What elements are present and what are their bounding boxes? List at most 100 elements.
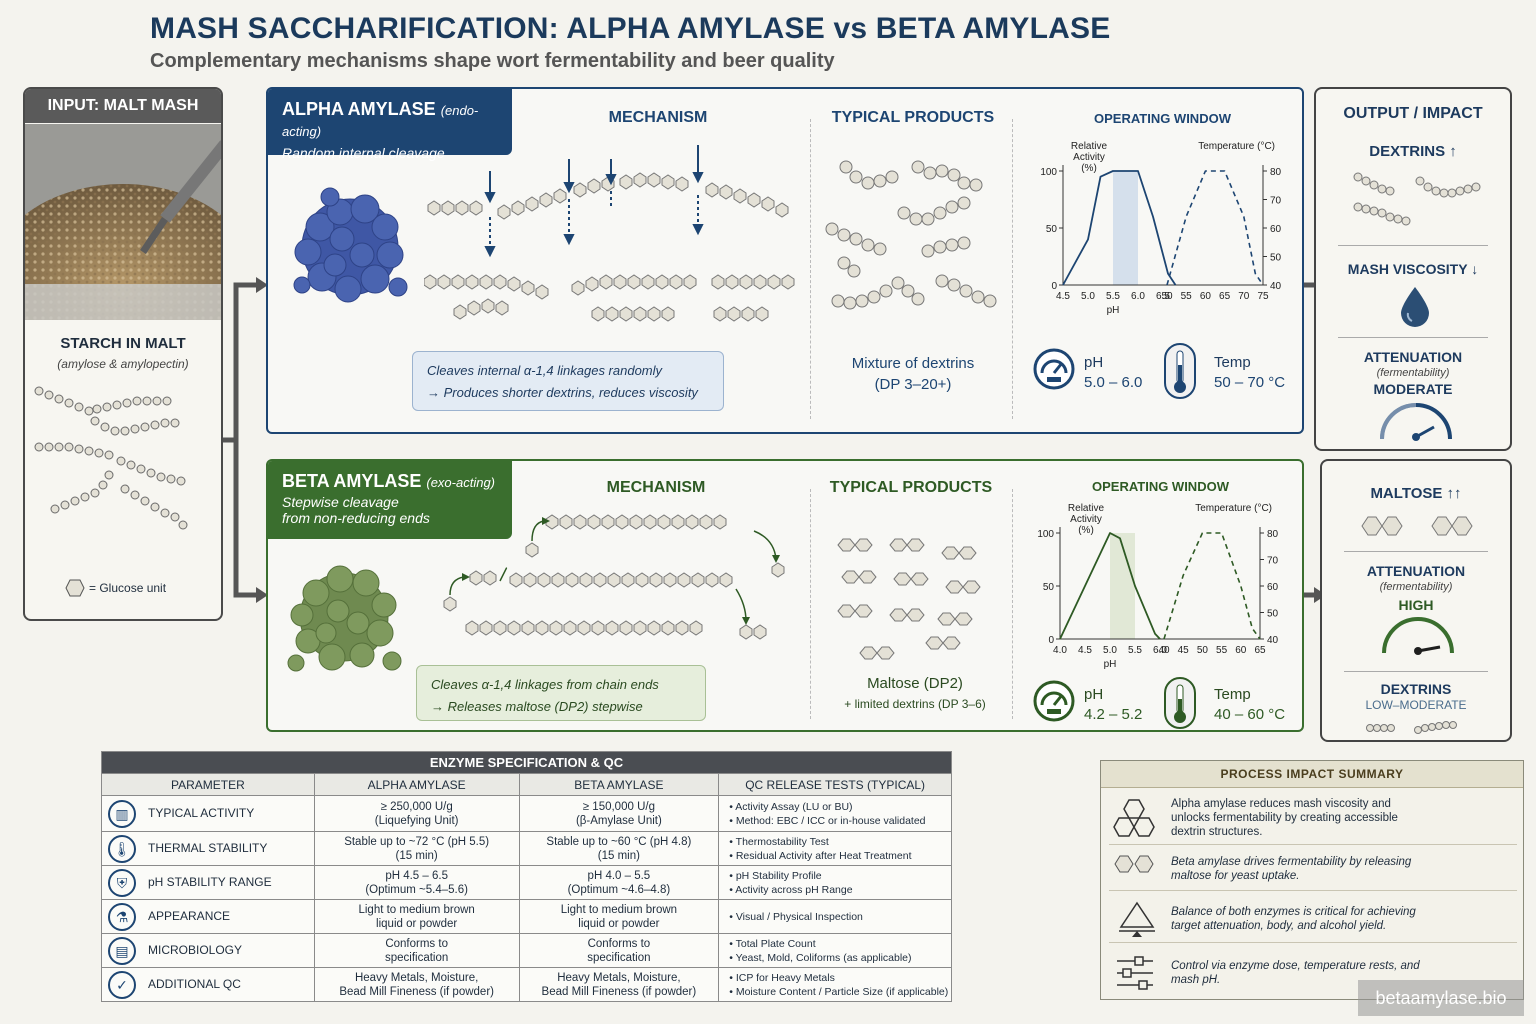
small-dextrins-icon: [1366, 721, 1457, 734]
y-axis-label: (%): [1081, 163, 1097, 174]
input-header: INPUT: MALT MASH: [25, 89, 221, 123]
alpha-mechanism-header: MECHANISM: [608, 109, 708, 126]
spec-beta-line2: (β-Amylase Unit): [575, 814, 662, 827]
spec-param-cell: ✓ADDITIONAL QC: [101, 967, 315, 1002]
flask-icon: ⚗: [108, 902, 136, 931]
temp-tick-label: 40: [1158, 645, 1170, 656]
spec-qc-line1: • Activity Assay (LU or BU): [729, 800, 853, 813]
sliders-icon: [1117, 956, 1153, 990]
spec-beta-line1: Light to medium brown: [560, 903, 678, 916]
spec-alpha-line2: (15 min): [395, 849, 438, 862]
y-tick-label: 0: [1051, 281, 1057, 292]
page-subtitle: Complementary mechanisms shape wort ferm…: [150, 50, 835, 72]
output-panel-beta: MALTOSE ↑↑ ATTENUATION (fermentability) …: [1320, 459, 1512, 742]
glucose-legend: = Glucose unit: [89, 581, 167, 595]
y-axis-label: Relative: [1071, 141, 1108, 152]
hexagon-cluster-icon: [1113, 799, 1155, 837]
maltose-pair-icon: [1114, 855, 1154, 873]
beta-ph-value: 4.2 – 5.2: [1084, 706, 1143, 723]
y2-tick-label: 80: [1270, 167, 1282, 178]
gauge-moderate-icon: [1380, 403, 1452, 441]
output-header: OUTPUT / IMPACT: [1343, 105, 1483, 122]
temp-tick-label: 75: [1257, 291, 1269, 302]
output-dextrins: DEXTRINS ↑: [1369, 143, 1457, 160]
output-dextrins-beta-value: LOW–MODERATE: [1365, 698, 1467, 712]
spec-row: ▥TYPICAL ACTIVITY≥ 250,000 U/g(Liquefyin…: [101, 795, 952, 832]
ph-gauge-icon: [1033, 348, 1075, 390]
chart-icon: ▥: [108, 799, 136, 828]
summary-item-text: Control via enzyme dose, temperature res…: [1171, 960, 1420, 986]
beta-prod-line1: Maltose (DP2): [867, 675, 963, 692]
alpha-note-line1: Cleaves internal α-1,4 linkages randomly: [427, 363, 663, 378]
spec-qc-cell: • Activity Assay (LU or BU)• Method: EBC…: [718, 795, 952, 832]
beta-products-text: Maltose (DP2) + limited dextrins (DP 3–6…: [820, 673, 1010, 715]
summary-item-text: Balance of both enzymes is critical for …: [1171, 906, 1416, 932]
alpha-products-text: Mixture of dextrins (DP 3–20+): [818, 353, 1008, 395]
spec-alpha-line1: Conforms to: [385, 937, 448, 950]
y2-tick-label: 50: [1267, 609, 1279, 620]
summary-title: PROCESS IMPACT SUMMARY: [1101, 761, 1523, 788]
spec-beta-cell: pH 4.0 – 5.5(Optimum ~4.6–4.8): [518, 865, 720, 900]
spec-col-alpha: ALPHA AMYLASE: [313, 773, 520, 796]
malt-mash-photo: [25, 124, 221, 320]
ph-tick-label: 6.0: [1131, 291, 1145, 302]
ph-tick-label: 5.0: [1081, 291, 1095, 302]
ph-tick-label: 5.5: [1106, 291, 1120, 302]
alpha-products-diagram: [825, 160, 997, 310]
alpha-temp-label: Temp: [1214, 354, 1251, 371]
output-panel-alpha: OUTPUT / IMPACT DEXTRINS ↑ MASH VISCOSIT…: [1314, 87, 1512, 451]
summary-item: Balance of both enzymes is critical for …: [1109, 899, 1517, 943]
process-impact-summary: PROCESS IMPACT SUMMARY Alpha amylase red…: [1100, 760, 1524, 1000]
beta-mechanism-note: Cleaves α-1,4 linkages from chain ends →…: [416, 665, 706, 721]
starch-title: STARCH IN MALT: [60, 335, 186, 352]
spec-param-cell: ⚗ APPEARANCE: [101, 899, 315, 934]
spec-alpha-line1: Heavy Metals, Moisture,: [354, 971, 479, 984]
spec-param-label: APPEARANCE: [148, 908, 231, 923]
summary-item-text: Alpha amylase reduces mash viscosity and…: [1171, 798, 1398, 838]
starch-chain-diagram: [34, 386, 188, 530]
output-attenuation-beta-value: HIGH: [1398, 597, 1434, 613]
spec-qc-cell: • pH Stability Profile• Activity across …: [718, 865, 952, 900]
spec-beta-line2: Bead Mill Fineness (if powder): [541, 985, 697, 998]
alpha-mechanism-diagram: [424, 145, 795, 322]
spec-qc-cell: • Thermostability Test• Residual Activit…: [718, 831, 952, 866]
beta-temp-label: Temp: [1214, 686, 1251, 703]
spec-qc-line2: • Residual Activity after Heat Treatment: [729, 849, 912, 862]
spec-col-qc: QC RELEASE TESTS (TYPICAL): [718, 773, 952, 796]
beta-temp-value: 40 – 60 °C: [1214, 706, 1286, 723]
summary-item: Alpha amylase reduces mash viscosity and…: [1109, 795, 1517, 845]
temp-tick-label: 70: [1238, 291, 1250, 302]
dextrin-chains-icon: [1353, 172, 1481, 226]
thermometer-icon: 🌡: [108, 834, 136, 863]
alpha-amylase-panel: ALPHA AMYLASE (endo-acting) Random inter…: [266, 87, 1304, 434]
beta-enzyme-structure: [287, 565, 402, 672]
alpha-window-header: OPERATING WINDOW: [1094, 111, 1231, 126]
spec-col-beta: BETA AMYLASE: [518, 773, 720, 796]
enzyme-spec-table: ENZYME SPECIFICATION & QC PARAMETER ALPH…: [101, 751, 952, 1002]
temp-axis-label: Temperature (°C): [1195, 503, 1272, 514]
ph-tick-label: 5.0: [1103, 645, 1117, 656]
spec-alpha-cell: pH 4.5 – 6.5(Optimum ~5.4–5.6): [313, 865, 520, 900]
spec-alpha-line1: pH 4.5 – 6.5: [385, 869, 448, 882]
output-fermentability-beta: (fermentability): [1379, 581, 1453, 593]
alpha-prod-line2: (DP 3–20+): [874, 376, 952, 393]
y-tick-label: 50: [1046, 224, 1058, 235]
spec-beta-line2: (15 min): [597, 849, 640, 862]
spec-param-label: pH STABILITY RANGE: [148, 874, 272, 889]
spec-alpha-line2: (Liquefying Unit): [374, 814, 459, 827]
beta-products-diagram: [837, 538, 981, 660]
temp-tick-label: 50: [1197, 645, 1209, 656]
droplet-icon: [1401, 287, 1429, 327]
spec-beta-cell: Heavy Metals, Moisture,Bead Mill Finenes…: [518, 967, 720, 1002]
maltose-icon: [1361, 516, 1473, 536]
beta-ph-label: pH: [1084, 686, 1104, 703]
y2-tick-label: 40: [1270, 281, 1282, 292]
ph-tick-label: 6.0: [1153, 645, 1167, 656]
spec-beta-line1: ≥ 150,000 U/g: [582, 800, 655, 813]
spec-qc-line2: • Activity across pH Range: [729, 883, 853, 896]
beta-note-line2: → Releases maltose (DP2) stepwise: [431, 699, 643, 714]
spec-qc-line1: • Total Plate Count: [729, 937, 816, 950]
